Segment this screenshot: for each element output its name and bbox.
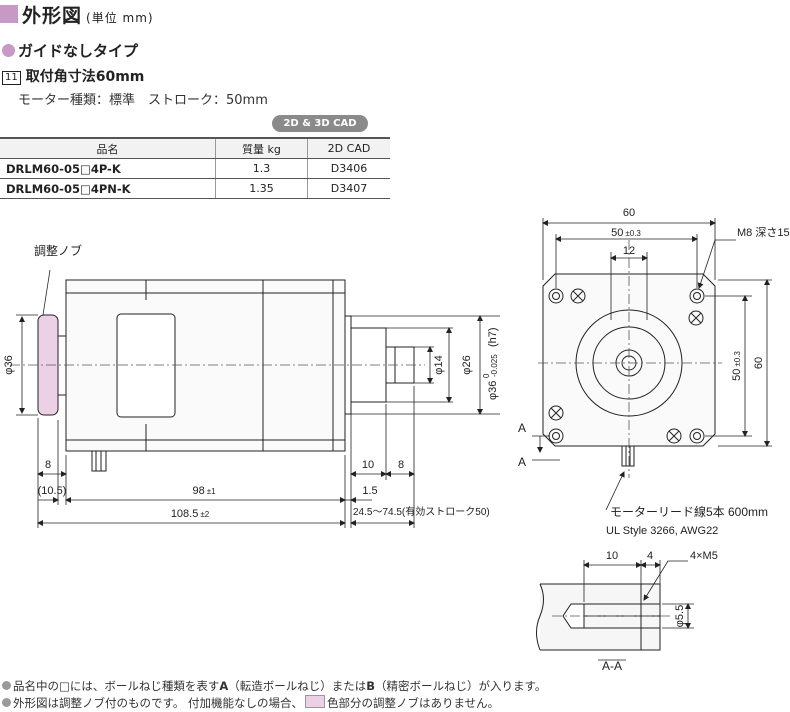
knob-label: 調整ノブ: [34, 243, 82, 258]
section-mark-a-top: A: [518, 421, 526, 435]
screw-cross-icon: [666, 428, 682, 444]
lead-wire-exit: [91, 450, 107, 472]
dim-phi36-toleranced: φ36: [487, 381, 499, 400]
header-mass: 質量 kg: [215, 137, 308, 159]
header-name: 品名: [0, 137, 216, 159]
front-m8-depth: M8 深さ15: [737, 226, 790, 239]
side-view: [37, 279, 415, 472]
label-window: [116, 313, 176, 418]
front-dim-60: 60: [623, 207, 635, 219]
lead-wire-note: モーターリード線5本 600mm: [610, 504, 768, 519]
front-dimensions: [532, 218, 772, 511]
type-heading: ガイドなしタイプ: [2, 40, 138, 61]
size-label: 取付角寸法60mm: [25, 69, 145, 85]
dim-10-5: (10.5): [38, 485, 67, 497]
tapped-hole: [562, 603, 660, 629]
section-break-edge: [536, 583, 544, 651]
motor-body-outline: [65, 279, 346, 452]
front-view: [542, 273, 716, 467]
footnote-1: 品名中の□には、ボールねじ種類を表すA（転造ボールねじ）またはB（精密ボールねじ…: [2, 678, 546, 694]
mounting-hole: [552, 432, 560, 440]
type-label: ガイドなしタイプ: [18, 42, 139, 60]
section-m5-note: 4×M5: [690, 550, 718, 562]
dim-8-right: 8: [398, 459, 404, 471]
dim-stroke: 24.5～74.5(有効ストローク50): [353, 505, 490, 518]
knob-color-swatch: [305, 695, 326, 708]
motor-spec-line: モーター種類：標準 ストローク：50mm: [18, 93, 268, 108]
cad-download-badge[interactable]: 2D & 3D CAD: [272, 115, 368, 132]
screw-cross-icon: [548, 405, 564, 421]
side-dimensions: [16, 269, 500, 528]
spec-table-header: 品名 質量 kg 2D CAD: [0, 137, 390, 159]
lead-wire-spec: UL Style 3266, AWG22: [606, 525, 718, 537]
dim-8-left: 8: [45, 459, 51, 471]
section-dim-4: 4: [647, 550, 653, 562]
dim-phi26: φ26: [461, 355, 473, 374]
table-row: DRLM60-05□4P-K 1.3 D3406: [0, 158, 390, 179]
header-cad: 2D CAD: [307, 137, 390, 159]
screw-cross-icon: [688, 310, 704, 326]
cad-link[interactable]: D3406: [307, 158, 390, 179]
spec-table: 品名 質量 kg 2D CAD DRLM60-05□4P-K 1.3 D3406…: [0, 137, 390, 199]
mounting-hole: [693, 432, 701, 440]
dim-phi14: φ14: [433, 355, 445, 374]
section-label: A-A: [602, 659, 622, 673]
table-row: DRLM60-05□4PN-K 1.35 D3407: [0, 178, 390, 199]
bullet-icon: [2, 44, 15, 57]
lead-leader: [605, 471, 625, 511]
product-mass: 1.35: [215, 178, 308, 199]
front-dim-50-side: 50±0.3: [731, 351, 743, 381]
screw-cross-icon: [570, 288, 586, 304]
note-bullet-icon: [2, 681, 11, 690]
dim-10: 10: [362, 459, 374, 471]
mounting-hole: [552, 292, 560, 300]
product-name: DRLM60-05□4PN-K: [0, 178, 216, 199]
dim-108-5: 108.5±2: [171, 508, 210, 520]
note-bullet-icon: [2, 698, 11, 707]
title-marker: [0, 5, 18, 23]
section-dimensions: [583, 560, 694, 629]
front-plate: [542, 273, 716, 447]
m5-leader: [643, 560, 688, 601]
front-lead-exit: [621, 445, 635, 467]
knob-shaft: [57, 335, 67, 396]
size-number-badge: 11: [2, 71, 21, 85]
knob-leader: [42, 269, 51, 316]
section-mark-a-bottom: A: [518, 455, 526, 469]
front-dim-50: 50±0.3: [611, 227, 641, 239]
m8-leader: [697, 239, 736, 289]
dim-phi36-fit: (h7): [487, 327, 499, 347]
size-heading: 11 取付角寸法60mm: [2, 66, 144, 86]
product-name: DRLM60-05□4P-K: [0, 158, 216, 179]
footnote-2: 外形図は調整ノブ付のものです。 付加機能なしの場合、色部分の調整ノブはありません…: [2, 695, 499, 711]
front-dim-60-side: 60: [753, 357, 765, 369]
dim-phi36-lower: -0.025: [490, 354, 499, 377]
product-mass: 1.3: [215, 158, 308, 179]
section-dim-phi5-5: φ5.5: [674, 605, 686, 627]
page-title: 外形図(単位 mm): [22, 5, 154, 27]
section-view: [536, 583, 661, 651]
cad-link[interactable]: D3407: [307, 178, 390, 199]
section-dim-10: 10: [606, 550, 618, 562]
dim-98: 98±1: [192, 485, 216, 497]
mounting-hole: [693, 292, 701, 300]
dim-phi36: φ36: [3, 355, 15, 374]
dim-phi36-upper: 0: [482, 373, 491, 378]
front-dim-12: 12: [623, 245, 635, 257]
page-title-unit: (単位 mm): [86, 11, 154, 25]
section-body: [540, 583, 661, 651]
dim-1-5: 1.5: [362, 485, 377, 497]
